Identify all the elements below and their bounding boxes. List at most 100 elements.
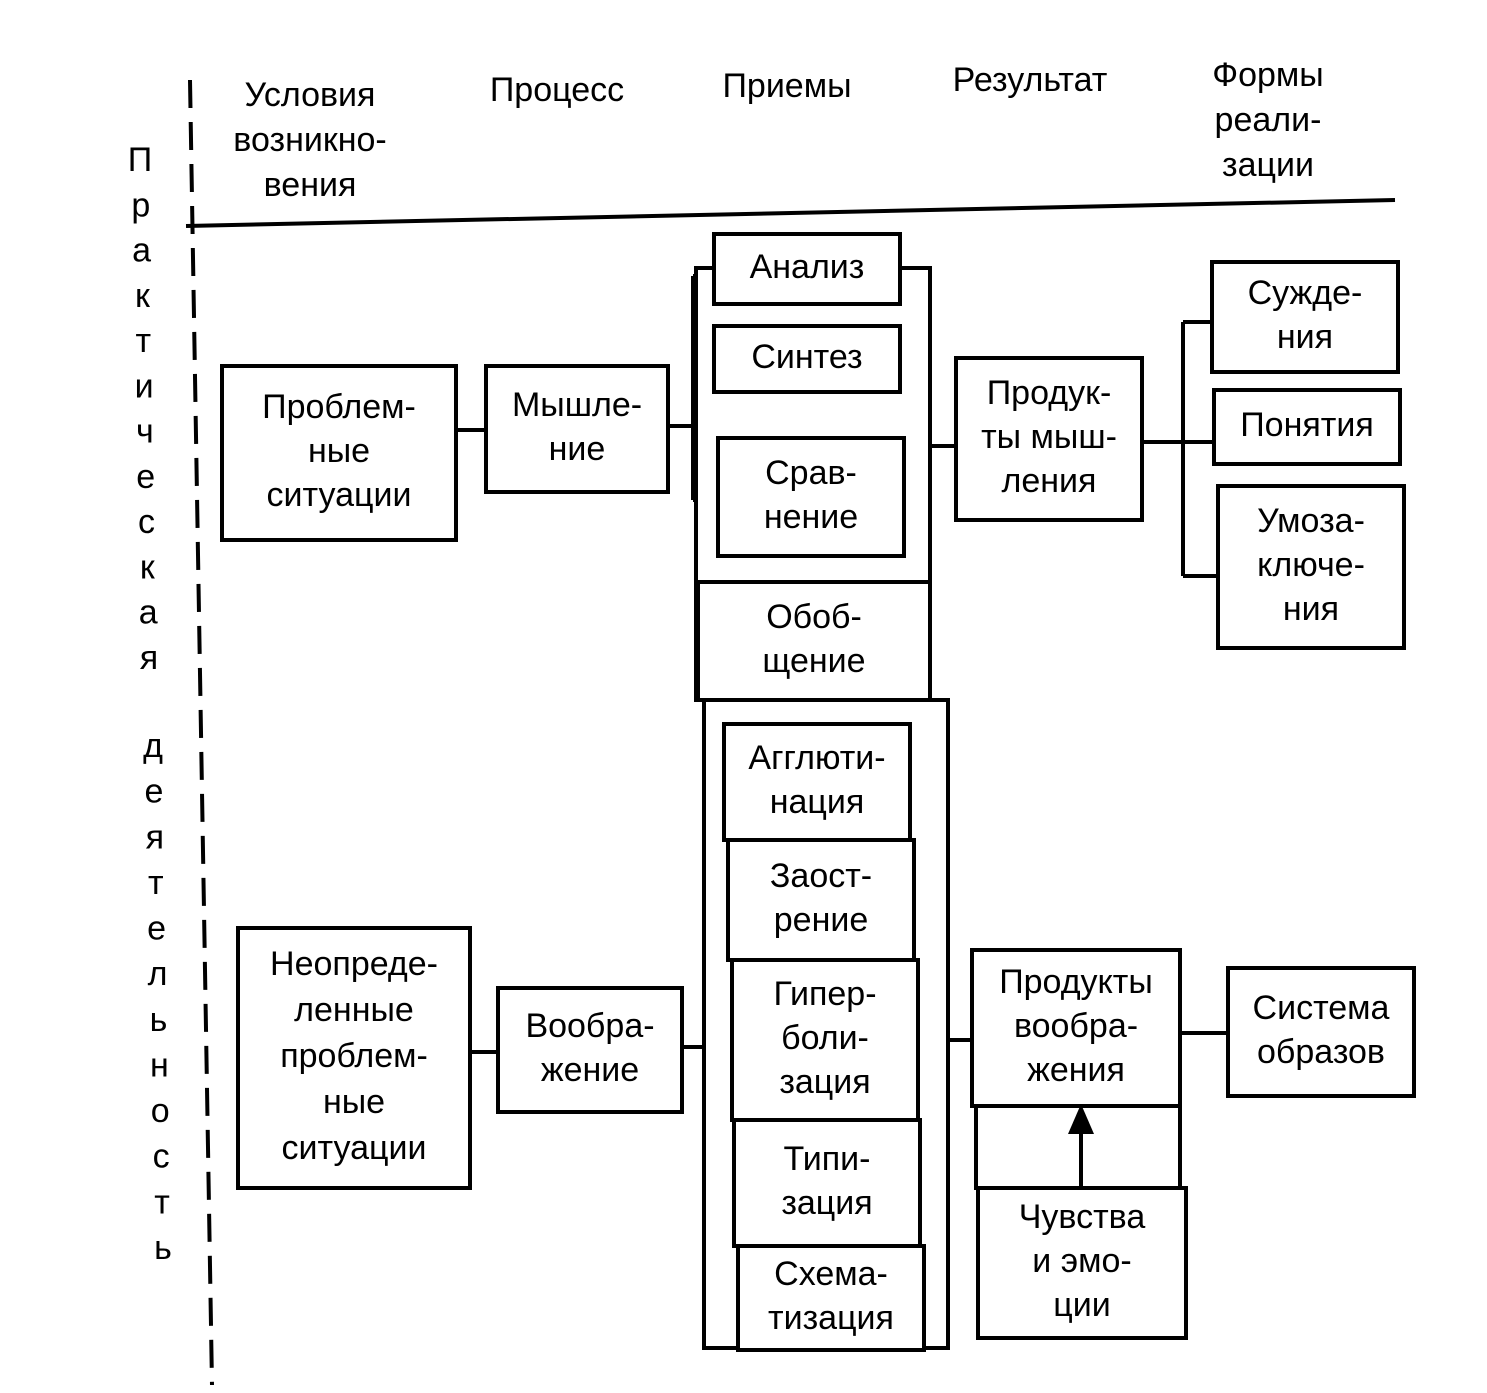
analysis-box-line: Анализ — [750, 248, 865, 286]
generalization-box-line: Обоб- — [766, 598, 862, 636]
uncertain-problem-situations-box-line: проблем- — [280, 1037, 428, 1075]
side-label-practical-letter: с — [138, 503, 155, 541]
problem-situations-box-line: ситуации — [267, 476, 412, 514]
inferences-box-line: ния — [1283, 590, 1339, 628]
header-conditions-line: возникно- — [233, 121, 386, 159]
typification-box-line: Типи- — [784, 1140, 871, 1178]
schematization-box: Схема-тизация — [736, 1244, 926, 1352]
judgments-box: Сужде-ния — [1210, 260, 1400, 374]
thinking-box: Мышле-ние — [484, 364, 670, 494]
schematization-box-line: Схема- — [774, 1255, 888, 1293]
side-label-activity-letter: т — [148, 864, 164, 902]
agglutination-box-line: Агглюти- — [748, 739, 885, 777]
thinking-products-box: Продук-ты мыш-ления — [954, 356, 1144, 522]
typification-box-line: зация — [781, 1184, 872, 1222]
side-label-practical-letter: П — [128, 141, 152, 179]
sharpening-box-line: рение — [774, 901, 869, 939]
vertical-dashed-separator — [188, 79, 214, 1386]
comparison-box-line: Срав- — [765, 454, 857, 492]
problem-situations-box-line: ные — [308, 432, 370, 470]
uncertain-problem-situations-box: Неопреде-ленные проблем-ные ситуации — [236, 926, 472, 1190]
feelings-emotions-box-line: Чувства — [1019, 1198, 1146, 1236]
header-result: Результат — [953, 61, 1108, 99]
comparison-box-line: нение — [764, 498, 858, 536]
header-underline — [185, 198, 1396, 228]
imagination-box-line: Вообра- — [525, 1007, 654, 1045]
uncertain-problem-situations-box-line: ситуации — [282, 1129, 427, 1167]
thinking-box-line: Мышле- — [512, 386, 642, 424]
problem-situations-box: Проблем-ные ситуации — [220, 364, 458, 542]
side-label-practical-letter: т — [135, 322, 151, 360]
imagination-box-line: жение — [541, 1051, 639, 1089]
synthesis-box: Синтез — [712, 324, 902, 394]
concepts-box: Понятия — [1212, 388, 1402, 466]
inferences-box-line: Умоза- — [1257, 502, 1365, 540]
header-methods-line: Приемы — [722, 67, 851, 105]
synthesis-box-line: Синтез — [751, 338, 862, 376]
imagination-box: Вообра-жение — [496, 986, 684, 1114]
header-process-line: Процесс — [490, 71, 624, 109]
imagination-products-box-line: жения — [1027, 1051, 1125, 1089]
side-label-practical-letter: ч — [136, 413, 154, 451]
side-label-practical-letter: и — [135, 367, 154, 405]
image-system-box: Система образов — [1226, 966, 1416, 1098]
header-conditions-line: вения — [264, 166, 357, 204]
feelings-emotions-box-line: и эмо- — [1032, 1242, 1131, 1280]
uncertain-problem-situations-box-line: ные — [323, 1083, 385, 1121]
sharpening-box-line: Заост- — [770, 857, 872, 895]
side-label-activity-letter: с — [153, 1138, 170, 1176]
side-label-practical-letter: к — [140, 548, 156, 586]
header-forms-line: реали- — [1215, 101, 1322, 139]
side-label-activity-letter: н — [150, 1046, 169, 1084]
hyperbolization-box-line: зация — [779, 1063, 870, 1101]
comparison-box: Срав-нение — [716, 436, 906, 558]
problem-situations-box-line: Проблем- — [262, 388, 416, 426]
judgments-box-line: Сужде- — [1248, 274, 1363, 312]
generalization-box-line: щение — [762, 642, 865, 680]
side-label-activity-letter: ь — [154, 1229, 172, 1267]
feelings-emotions-box-line: ции — [1053, 1286, 1110, 1324]
side-label-practical-letter: к — [135, 277, 151, 315]
uncertain-problem-situations-box-line: Неопреде- — [270, 945, 438, 983]
generalization-box: Обоб-щение — [696, 580, 932, 702]
side-label-activity-letter: т — [154, 1183, 170, 1221]
judgments-box-line: ния — [1277, 318, 1333, 356]
image-system-box-line: Система — [1253, 989, 1390, 1027]
side-label-practical-letter: р — [131, 186, 150, 224]
thinking-products-box-line: ления — [1002, 462, 1097, 500]
schematization-box-line: тизация — [768, 1299, 894, 1337]
image-system-box-line: образов — [1257, 1033, 1385, 1071]
side-label-practical-letter: а — [132, 232, 151, 270]
side-label-activity-letter: л — [148, 955, 168, 993]
side-label-practical-letter: е — [136, 458, 155, 496]
side-label-activity-letter: е — [147, 910, 166, 948]
hyperbolization-box-line: Гипер- — [773, 975, 876, 1013]
header-conditions: Условия возникно-вения — [233, 76, 386, 204]
header-result-line: Результат — [953, 61, 1108, 99]
header-forms-line: зации — [1222, 146, 1314, 184]
header-process: Процесс — [490, 71, 624, 109]
thinking-box-line: ние — [549, 430, 606, 468]
header-methods: Приемы — [722, 67, 851, 105]
concepts-box-line: Понятия — [1240, 406, 1374, 444]
side-label-activity-letter: е — [144, 773, 163, 811]
typification-box: Типи-зация — [732, 1118, 922, 1248]
side-label-activity-letter: д — [143, 727, 163, 765]
hyperbolization-box: Гипер-боли-зация — [730, 958, 920, 1122]
header-forms-line: Формы — [1212, 56, 1323, 94]
header-conditions-line: Условия — [245, 76, 376, 114]
analysis-box: Анализ — [712, 232, 902, 306]
side-label-activity-letter: о — [151, 1092, 170, 1130]
hyperbolization-box-line: боли- — [781, 1019, 869, 1057]
side-label-practical-letter: а — [139, 594, 158, 632]
uncertain-problem-situations-box-line: ленные — [294, 991, 414, 1029]
agglutination-box-line: нация — [770, 783, 865, 821]
header-forms: Формы реали-зации — [1212, 56, 1323, 184]
thinking-products-box-line: Продук- — [987, 374, 1112, 412]
imagination-products-box-line: вообра- — [1014, 1007, 1138, 1045]
arrow-up-icon — [1068, 1104, 1094, 1188]
